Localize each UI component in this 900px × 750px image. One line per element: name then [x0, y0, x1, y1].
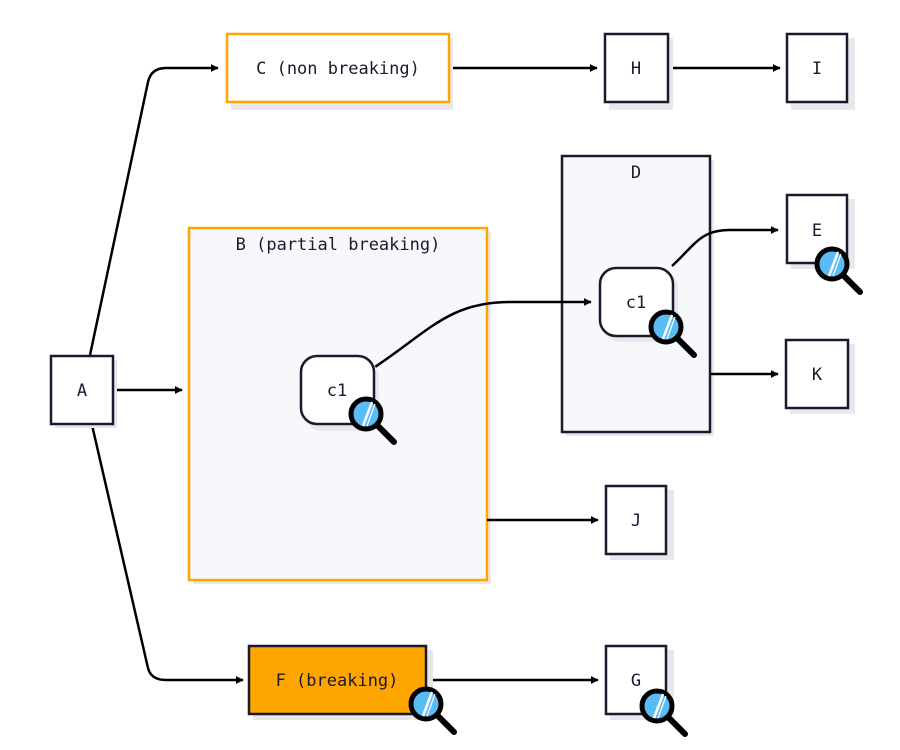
node-f[interactable]: F (breaking)	[247, 644, 433, 720]
node-i[interactable]: I	[785, 32, 855, 110]
node-f-label: F (breaking)	[276, 671, 399, 691]
node-a[interactable]: A	[49, 354, 117, 428]
edge-a-f	[90, 424, 244, 684]
node-i-label: I	[812, 59, 822, 79]
edges	[88, 64, 781, 684]
node-k[interactable]: K	[784, 338, 855, 414]
node-c-label: C (non breaking)	[256, 59, 420, 79]
edge-dc1-e	[671, 226, 779, 267]
edge-a-c	[88, 64, 219, 356]
node-b-label: B (partial breaking)	[236, 235, 441, 255]
node-d-c1-label: c1	[626, 293, 646, 313]
node-h-label: H	[631, 59, 641, 79]
node-d-label: D	[631, 163, 641, 183]
node-g-label: G	[631, 671, 641, 691]
node-e-label: E	[812, 221, 822, 241]
inspect-icon-g[interactable]	[642, 691, 685, 734]
edge-bc1-dc1	[374, 298, 592, 369]
node-k-label: K	[812, 365, 823, 385]
node-j-label: J	[631, 511, 641, 531]
node-c[interactable]: C (non breaking)	[225, 32, 453, 110]
node-h[interactable]: H	[603, 32, 673, 110]
node-b-c1-label: c1	[327, 381, 347, 401]
node-a-label: A	[77, 381, 87, 401]
inspect-icon-f[interactable]	[411, 689, 454, 732]
node-e[interactable]: E	[785, 193, 855, 269]
node-j[interactable]: J	[604, 484, 674, 560]
